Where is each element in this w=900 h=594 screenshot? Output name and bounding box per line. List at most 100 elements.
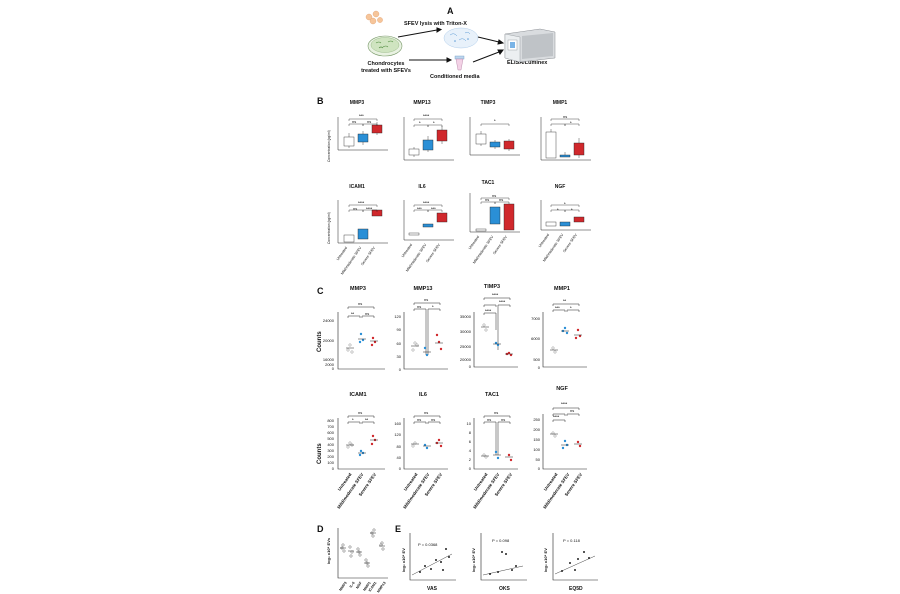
c-sig-ngf-c: ****	[553, 414, 560, 419]
c-tick-tac1-0: 10	[466, 421, 471, 426]
c-tick-mmp3-3: 2000	[325, 362, 334, 367]
b-sig-il6-c: ***	[431, 206, 436, 211]
c-sig-mmp13-a: ns	[424, 297, 429, 302]
panel-c-label: C	[317, 286, 324, 296]
b-sig-mmp13-a: ****	[423, 113, 430, 118]
c-title-mmp3: MMP3	[350, 286, 366, 292]
flow-arrows	[397, 27, 505, 63]
b-sig-mmp1-a: ns	[563, 114, 568, 119]
e-xlabel-0: VAS	[427, 586, 437, 592]
c-tick-timp3-1: 30000	[459, 329, 471, 334]
c-tick-mmp13-2: 60	[396, 341, 401, 346]
c-tick-mmp3-1: 20000	[322, 338, 334, 343]
c-tick-icam1-1: 700	[327, 424, 334, 429]
c-tick-il6-3: 40	[396, 455, 401, 460]
c-title-icam1: ICAM1	[349, 392, 367, 398]
c-tick-icam1-7: 100	[327, 460, 334, 465]
c-sig-il6-c: ns	[431, 417, 436, 422]
b-axis-ngf	[540, 200, 591, 231]
c-tick-il6-2: 80	[396, 444, 401, 449]
panel-a-schematic	[365, 10, 556, 71]
c-title-ngf: NGF	[556, 386, 568, 392]
panel-a-elisa-label: ELISA/Luminex	[507, 60, 548, 66]
b-box-il6-severe	[436, 212, 448, 223]
c-tick-icam1-3: 500	[327, 436, 334, 441]
c-tick-mmp3-0: 24000	[322, 318, 334, 323]
c-tick-mmp1-0: 7000	[531, 316, 540, 321]
b-axis-il6	[403, 200, 454, 241]
c-sig-tac1-b: ns	[487, 417, 492, 422]
c-tick-icam1-8: 0	[331, 466, 334, 471]
c-sig-il6-a: ns	[424, 410, 429, 415]
c-tick-ngf-0: 250	[533, 417, 540, 422]
b-box-il6-mild	[422, 223, 434, 228]
b-sig-icam1-a: ****	[358, 200, 365, 205]
c-sig-ngf-a: ****	[561, 401, 568, 406]
b-sig-ngf-a: *	[564, 201, 566, 206]
b-box-tac1-untreated	[475, 228, 487, 232]
b-title-il6: IL6	[418, 184, 426, 190]
b-title-mmp13: MMP13	[413, 100, 431, 106]
c-sig-mmp13-b: ns	[417, 304, 422, 309]
c-tick-mmp1-2: 500	[533, 357, 540, 362]
b-axis-timp3	[469, 117, 520, 156]
c-sig-ngf-b: ns	[570, 408, 575, 413]
panel-d-label: D	[317, 524, 324, 534]
panel-b-label: B	[317, 96, 324, 106]
b-box-tac1-mild	[489, 206, 501, 225]
c-tick-ngf-5: 0	[537, 466, 540, 471]
c-sig-il6-b: ns	[417, 417, 422, 422]
b-axis-tac1	[469, 193, 520, 233]
c-tick-mmp13-1: 90	[396, 327, 401, 332]
b-axis-mmp1	[540, 117, 591, 161]
b-title-ngf: NGF	[554, 184, 566, 190]
c-tick-tac1-3: 4	[468, 448, 471, 453]
c-tick-ngf-3: 100	[533, 447, 540, 452]
b-box-ngf-untreated	[545, 221, 557, 227]
c-tick-timp3-0: 35000	[459, 314, 471, 319]
e-pvalue-0: P = 0.0368	[418, 542, 438, 547]
b-box-icam1-mild	[357, 228, 369, 240]
c-tick-timp3-2: 25000	[459, 344, 471, 349]
c-tick-icam1-5: 300	[327, 448, 334, 453]
panel-a-label: A	[447, 6, 454, 16]
b-title-timp3: TIMP3	[480, 100, 496, 106]
c-title-il6: IL6	[419, 392, 427, 398]
conditioned-media-tube-icon	[454, 55, 465, 71]
e-xlabel-1: OKS	[499, 586, 510, 592]
c-sig-icam1-b: *	[352, 417, 354, 422]
b-axis-mmp13	[403, 117, 454, 161]
c-tick-icam1-4: 400	[327, 442, 334, 447]
c-tick-tac1-5: 0	[468, 466, 471, 471]
c-tick-timp3-4: 0	[468, 364, 471, 369]
b-axis-icam1	[337, 200, 388, 244]
c-tick-icam1-2: 600	[327, 430, 334, 435]
c-tick-mmp1-1: 6000	[531, 336, 540, 341]
c-sig-tac1-a: ns	[494, 410, 499, 415]
b-title-icam1: ICAM1	[349, 184, 365, 190]
c-sig-timp3-c: ****	[485, 308, 492, 313]
c-tick-ngf-1: 200	[533, 427, 540, 432]
panel-c-dotplots	[337, 297, 587, 470]
panel-b-boxplots	[337, 117, 591, 244]
c-tick-timp3-3: 20000	[459, 357, 471, 362]
c-tick-mmp13-3: 30	[396, 354, 401, 359]
c-sig-mmp1-c: *	[570, 305, 572, 310]
lysis-cloud-icon	[443, 27, 479, 49]
c-sig-icam1-c: **	[365, 417, 369, 422]
chondrocytes-line1: Chondrocytes	[367, 61, 405, 67]
b-sig-icam1-c: ****	[366, 206, 373, 211]
b-sig-mmp3-a: ***	[359, 113, 364, 118]
b-sig-tac1-c: ns	[499, 197, 504, 202]
panel-a-conditioned-label: Conditioned media	[430, 74, 480, 80]
b-sig-mmp3-c: ns	[367, 119, 372, 124]
c-sig-mmp13-c: *	[432, 304, 434, 309]
c-tick-mmp13-4: 0	[398, 367, 401, 372]
b-sig-timp3: *	[494, 118, 496, 123]
b-sig-mmp13-c: *	[433, 120, 435, 125]
c-tick-il6-0: 160	[394, 421, 401, 426]
e-pvalue-2: P = 0.118	[563, 538, 580, 543]
b-title-mmp1: MMP1	[552, 100, 568, 106]
b-sig-ngf-b: *	[557, 207, 559, 212]
c-sig-mmp3-c: ns	[365, 311, 370, 316]
